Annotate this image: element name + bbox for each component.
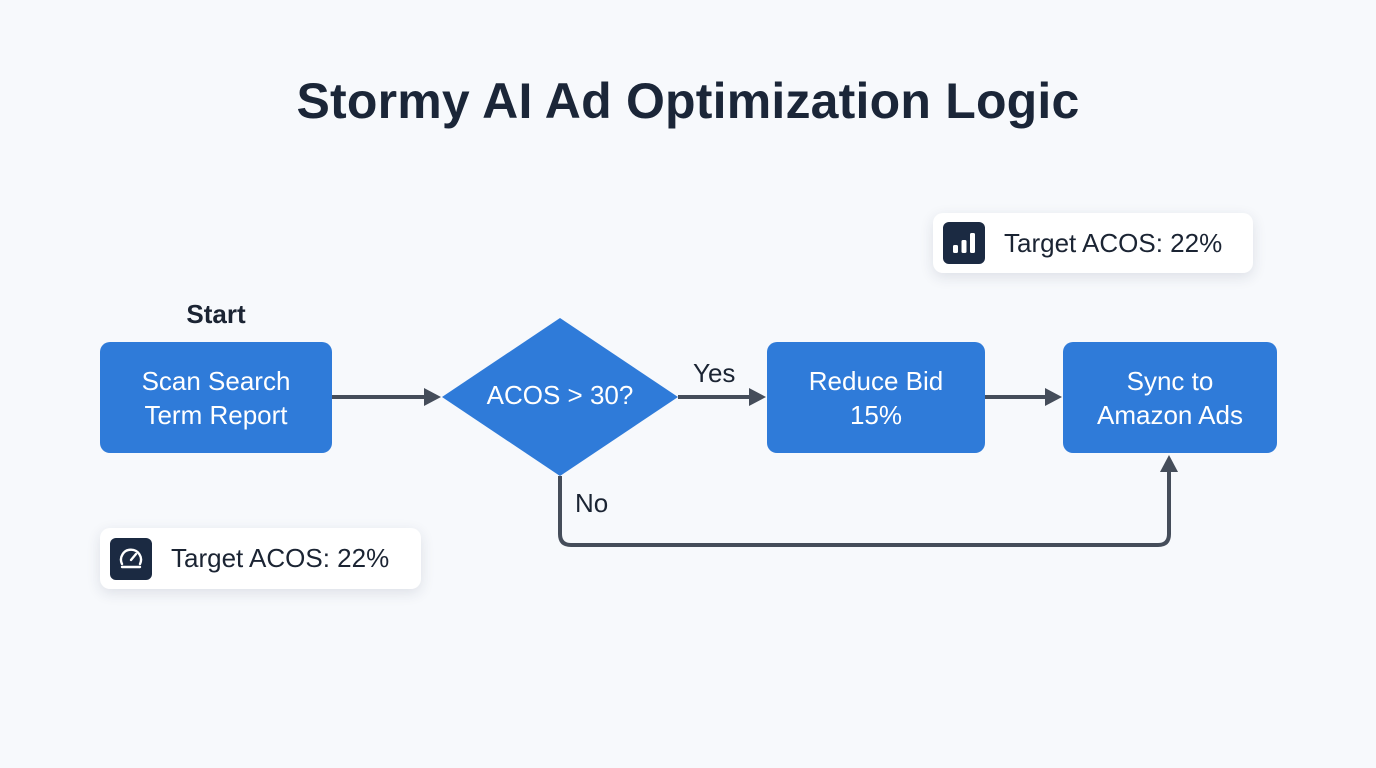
target-acos-callout-bottom: Target ACOS: 22% bbox=[100, 528, 421, 589]
edge-decision-to-sync-no bbox=[558, 455, 1178, 547]
edge-scan-to-decision bbox=[332, 388, 441, 406]
speedometer-icon bbox=[110, 537, 152, 580]
no-label: No bbox=[575, 488, 609, 518]
callout-text: Target ACOS: 22% bbox=[1004, 227, 1223, 258]
bar-chart-icon bbox=[943, 222, 985, 264]
callout-text: Target ACOS: 22% bbox=[171, 543, 390, 573]
decision-label: ACOS > 30? bbox=[486, 380, 634, 410]
yes-label: Yes bbox=[693, 358, 736, 388]
page-title: Stormy AI Ad Optimization Logic bbox=[296, 73, 1080, 129]
edge-decision-to-reduce bbox=[678, 388, 766, 406]
node-reduce-bid: Reduce Bid 15% bbox=[767, 342, 985, 453]
node-sync-amazon-ads: Sync to Amazon Ads bbox=[1063, 342, 1277, 453]
decision-diamond bbox=[442, 318, 678, 476]
node-scan-search-term-report: Scan Search Term Report bbox=[100, 342, 332, 453]
edge-reduce-to-sync bbox=[985, 388, 1062, 406]
start-label: Start bbox=[186, 299, 246, 329]
target-acos-callout-top: Target ACOS: 22% bbox=[933, 213, 1253, 273]
